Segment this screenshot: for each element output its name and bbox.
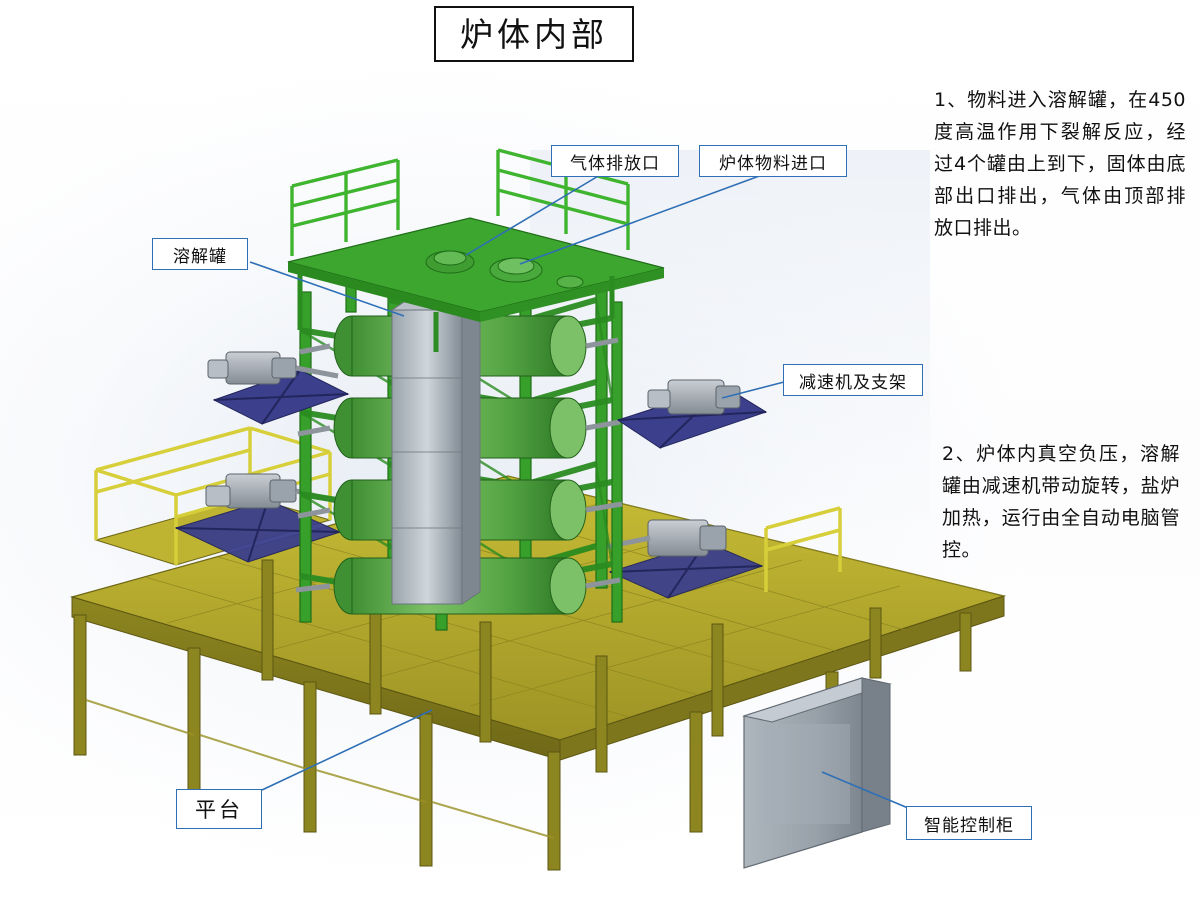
callout-control-cabinet-text: 智能控制柜: [924, 815, 1014, 836]
note-process-description: 1、物料进入溶解罐，在450度高温作用下裂解反应，经过4个罐由上到下，固体由底部…: [934, 89, 1186, 239]
callout-reducer-frame: 减速机及支架: [783, 364, 923, 396]
background-panel: [530, 150, 930, 530]
note-operation-description: 2、炉体内真空负压，溶解罐由减速机带动旋转，盐炉加热，运行由全自动电脑管控。: [942, 443, 1180, 561]
page-title: 炉体内部: [434, 6, 634, 62]
page-title-text: 炉体内部: [460, 14, 608, 54]
callout-material-inlet: 炉体物料进口: [699, 145, 847, 177]
callout-material-inlet-text: 炉体物料进口: [719, 153, 827, 174]
callout-gas-outlet-text: 气体排放口: [570, 153, 660, 174]
callout-gas-outlet: 气体排放口: [551, 145, 679, 177]
callout-control-cabinet: 智能控制柜: [906, 806, 1032, 840]
callout-platform-text: 平台: [195, 798, 243, 822]
callout-dissolving-tank: 溶解罐: [152, 238, 248, 270]
callout-reducer-frame-text: 减速机及支架: [799, 372, 907, 393]
callout-platform: 平台: [176, 789, 262, 829]
callout-dissolving-tank-text: 溶解罐: [173, 246, 227, 267]
